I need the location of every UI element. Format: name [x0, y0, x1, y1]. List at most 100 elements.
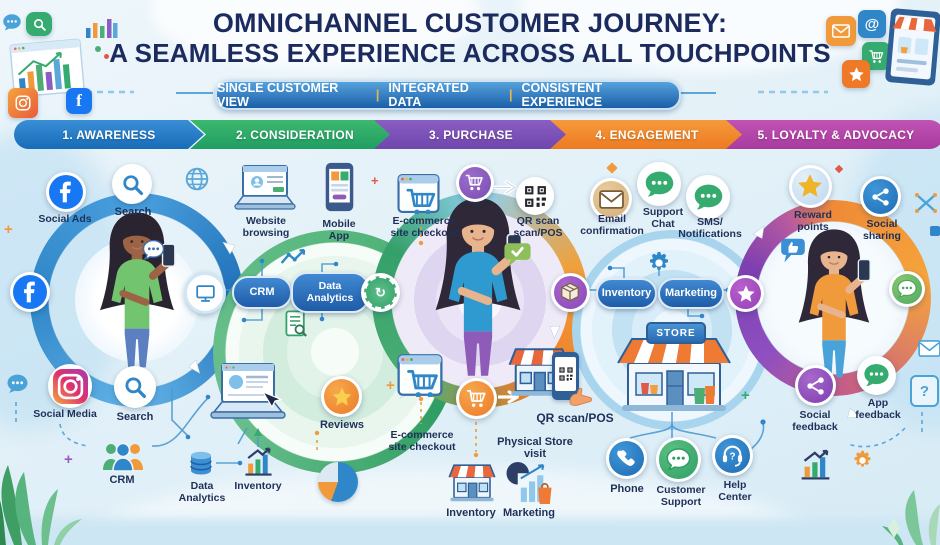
customer-support-label: Customer Support	[656, 484, 706, 508]
badge-separator: |	[509, 88, 513, 102]
stage-awareness: 1. AWARENESS	[14, 120, 204, 149]
facebook-icon	[49, 175, 83, 209]
data-analytics-label: Data Analytics	[178, 480, 226, 504]
social-sharing-label: Social sharing	[863, 218, 901, 242]
chat-dots-icon	[896, 278, 918, 300]
website-browsing-icon	[234, 165, 296, 210]
instagram-app-decor	[8, 88, 38, 118]
plus-decor: +	[741, 387, 750, 404]
package-icon	[559, 281, 581, 303]
chat-dots-icon	[0, 12, 24, 33]
badge-item-integrated-data: INTEGRATED DATA	[388, 81, 469, 109]
social-media-label: Social Media	[33, 408, 97, 420]
crossed-arrows-icon	[915, 193, 937, 213]
analytics-browser-decor	[9, 38, 85, 98]
stage-consideration: 2. CONSIDERATION	[190, 120, 390, 149]
reviews-badge	[321, 376, 362, 417]
physical-store-visit-label: Physical Store visit	[497, 436, 573, 461]
star-app-decor	[842, 60, 870, 88]
reward-points-label: Reward points	[794, 209, 832, 233]
facebook-ads-badge	[46, 172, 86, 212]
question-bubble-icon: ?	[910, 375, 939, 407]
qr-scan-badge	[516, 177, 554, 215]
social-feedback-label: Social feedback	[792, 409, 838, 433]
mobile-app-icon	[324, 161, 355, 213]
plant-right	[882, 490, 940, 545]
crm-label: CRM	[109, 474, 135, 486]
qr-icon	[558, 366, 574, 382]
journey-stage-banner: 1. AWARENESS 2. CONSIDERATION 3. PURCHAS…	[14, 120, 940, 149]
ecommerce-checkout-top-label: E-commerce site checkout	[390, 215, 458, 239]
email-confirmation-label: Email confirmation	[580, 213, 644, 237]
search-icon	[120, 172, 145, 197]
marketing-store-label: Marketing	[503, 507, 555, 519]
sync-circle-badge: ↻	[361, 273, 400, 312]
cart-icon	[464, 172, 485, 193]
trend-icon	[279, 247, 308, 266]
flow-arrow	[494, 180, 517, 195]
monitor-icon	[195, 283, 216, 304]
bar-chart-icon	[798, 447, 833, 482]
plus-decor: +	[64, 451, 73, 468]
ecommerce-browser-icon-top	[397, 173, 440, 214]
storefront-icon	[448, 461, 496, 503]
page-title-line1: OMNICHANNEL CUSTOMER JOURNEY:	[212, 8, 728, 38]
qr-phone	[552, 352, 579, 400]
qr-icon	[523, 184, 548, 209]
search-icon	[122, 374, 148, 400]
inventory-pill: Inventory	[596, 278, 657, 309]
thumbs-up-icon	[778, 237, 808, 264]
headset-icon	[720, 443, 745, 468]
share-icon	[805, 375, 827, 397]
plus-decor: +	[386, 377, 395, 394]
facebook-app-decor: f	[66, 88, 92, 114]
inventory-store-label: Inventory	[446, 507, 496, 519]
qr-pos-bottom-label: QR scan/POS	[536, 411, 614, 425]
envelope-icon	[599, 190, 624, 209]
app-feedback-badge	[857, 356, 896, 395]
gear-icon	[646, 250, 672, 276]
chat-dots-icon	[692, 181, 725, 214]
cart-icon	[465, 387, 488, 410]
marketing-chart-bag-icon	[504, 460, 554, 505]
stage-loyalty-advocacy: 5. LOYALTY & ADVOCACY	[718, 120, 940, 149]
support-chat-label: Support Chat	[642, 206, 684, 230]
app-feedback-label: App feedback	[855, 397, 901, 421]
stage-purchase: 3. PURCHASE	[366, 120, 566, 149]
chat-dots-icon	[140, 238, 167, 262]
search-bottom-badge	[114, 366, 156, 408]
sms-notifications-label: SMS/ Notifications	[678, 216, 742, 240]
chat-dots-icon	[4, 372, 31, 396]
marketing-pill: Marketing	[658, 278, 724, 309]
document-icon	[284, 309, 308, 339]
chat-dots-icon	[643, 168, 676, 201]
social-feedback-badge	[795, 365, 836, 406]
email-confirmation-badge	[590, 178, 632, 220]
badge-separator: |	[375, 88, 380, 102]
sms-notifications-badge	[686, 175, 730, 219]
mobile-app-label: Mobile App	[322, 218, 356, 242]
social-ads-label: Social Ads	[38, 213, 92, 225]
share-icon	[870, 186, 892, 208]
refresh-icon: ↻	[363, 275, 398, 310]
globe-icon	[184, 166, 210, 192]
customer-support-badge	[656, 437, 701, 482]
badge-item-consistent-experience: CONSISTENT EXPERIENCE	[521, 81, 603, 109]
cart-circle-orange	[456, 378, 497, 419]
reviews-label: Reviews	[319, 419, 365, 431]
crm-pill: CRM	[232, 276, 292, 309]
check-bubble-icon	[503, 242, 532, 267]
social-sharing-badge	[860, 176, 901, 217]
phone-badge	[606, 438, 647, 479]
stage-engagement: 4. ENGAGEMENT	[542, 120, 742, 149]
instagram-icon	[53, 369, 88, 404]
star-icon	[331, 386, 353, 408]
chat-dots-icon	[862, 361, 891, 390]
help-center-badge	[712, 435, 753, 476]
database-icon	[186, 448, 216, 478]
plant-left	[0, 465, 82, 545]
qr-scan-top-label: QR scan scan/POS	[513, 215, 563, 239]
reward-points-badge	[789, 165, 832, 208]
inventory-label-awareness: Inventory	[234, 480, 282, 492]
